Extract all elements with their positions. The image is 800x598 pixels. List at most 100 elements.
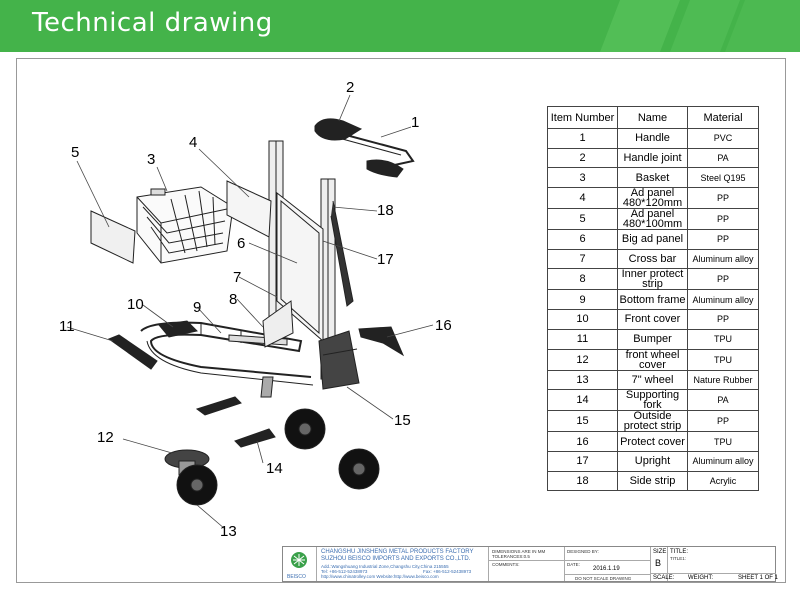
callout-15: 15 [394, 412, 411, 429]
company-name-2: SUZHOU BEISCO IMPORTS AND EXPORTS CO.,LT… [321, 556, 471, 562]
callout-5: 5 [71, 144, 79, 161]
tolerances-label: TOLERANCES:0.5 [492, 554, 530, 559]
name-cell: Big ad panel [617, 229, 688, 250]
material-cell: PVC [687, 128, 759, 149]
item-number-cell: 15 [547, 410, 618, 433]
name-cell: Bumper [617, 328, 688, 350]
outside-protect-strip [318, 330, 360, 390]
title-block: BEISCO CHANGSHU JINSHENG METAL PRODUCTS … [282, 546, 778, 582]
do-not-scale-label: DO NOT SCALE DRAWING [575, 576, 632, 581]
banner-decoration [600, 0, 800, 52]
basket [136, 186, 234, 264]
item-number-cell: 1 [547, 128, 618, 149]
item-number-cell: 12 [547, 348, 618, 371]
material-cell: PP [687, 410, 759, 433]
date-value: 2016.1.19 [593, 566, 620, 572]
company-address: Add.:Wangshuang Industrial Zone,Changshu… [321, 564, 449, 569]
dimensions-label: DIMENSIONS ARE IN MM [492, 549, 546, 554]
wheel-front-right [338, 448, 380, 490]
title-label: TITLE: [670, 549, 689, 555]
item-number-cell: 7 [547, 248, 618, 270]
header-name: Name [617, 106, 688, 129]
title-sub-label: TITLE1: [670, 556, 687, 561]
wheel-rear-right [284, 408, 326, 450]
logo-text: BEISCO [287, 574, 306, 580]
material-cell: TPU [687, 328, 759, 350]
name-cell: Handle [617, 128, 688, 149]
size-label: SIZE [653, 549, 667, 555]
header-item-number: Item Number [547, 106, 618, 129]
name-cell: Handle joint [617, 147, 688, 169]
item-number-cell: 10 [547, 309, 618, 330]
item-number-cell: 2 [547, 147, 618, 169]
item-number-cell: 11 [547, 328, 618, 350]
designed-by-label: DESIGNED BY: [567, 549, 599, 554]
item-number-cell: 8 [547, 268, 618, 291]
material-cell: PP [687, 229, 759, 250]
callout-7: 7 [233, 269, 241, 286]
name-cell: Ad panel 480*100mm [617, 208, 688, 231]
page-title: Technical drawing [32, 8, 273, 38]
callout-6: 6 [237, 235, 245, 252]
exploded-view-drawing: 1 2 3 4 5 6 7 8 9 10 11 12 13 14 15 16 1… [59, 79, 452, 540]
name-cell: Ad panel 480*120mm [617, 187, 688, 210]
material-cell: PP [687, 268, 759, 291]
callout-11: 11 [59, 318, 75, 335]
material-cell: Nature Rubber [687, 369, 759, 391]
callout-13: 13 [220, 523, 237, 540]
front-cover [158, 320, 199, 338]
handle-joint-right [366, 159, 404, 178]
callout-1: 1 [411, 114, 419, 131]
item-number-cell: 16 [547, 431, 618, 452]
name-cell: Protect cover [617, 431, 688, 452]
item-number-cell: 14 [547, 389, 618, 412]
sheet-label: SHEET 1 OF 1 [738, 575, 778, 581]
material-cell: PA [687, 147, 759, 169]
bumper [107, 334, 158, 370]
wheel-front-left [164, 449, 218, 506]
callout-3: 3 [147, 151, 155, 168]
callout-10: 10 [127, 296, 144, 313]
material-cell: Steel Q195 [687, 167, 759, 189]
item-number-cell: 4 [547, 187, 618, 210]
callout-4: 4 [189, 134, 197, 151]
name-cell: Cross bar [617, 248, 688, 270]
callout-labels: 1 2 3 4 5 6 7 8 9 10 11 12 13 14 15 16 1… [59, 79, 452, 540]
material-cell: Aluminum alloy [687, 248, 759, 270]
header-banner: Technical drawing [0, 0, 800, 52]
material-cell: TPU [687, 431, 759, 452]
callout-17: 17 [377, 251, 394, 268]
material-cell: PP [687, 208, 759, 231]
size-value: B [655, 558, 662, 568]
comments-label: COMMENTS: [492, 562, 520, 567]
parts-table-header: Item Number Name Material [547, 106, 759, 129]
scale-label: SCALE: [653, 575, 675, 581]
callout-9: 9 [193, 299, 201, 316]
item-number-cell: 6 [547, 229, 618, 250]
header-material: Material [687, 106, 759, 129]
inner-protect-strip [262, 300, 294, 348]
company-tel: Tel: +86-512-52438973 [321, 569, 368, 574]
company-name-1: CHANGSHU JINSHENG METAL PRODUCTS FACTORY [321, 549, 474, 555]
name-cell: Basket [617, 167, 688, 189]
item-number-cell: 17 [547, 450, 618, 472]
leader-lines [66, 94, 434, 530]
protect-cover [358, 326, 405, 357]
name-cell: 7" wheel [617, 369, 688, 391]
material-cell: Aluminum alloy [687, 289, 759, 311]
name-cell: Upright [617, 450, 688, 472]
supporting-fork-rear [195, 396, 242, 416]
